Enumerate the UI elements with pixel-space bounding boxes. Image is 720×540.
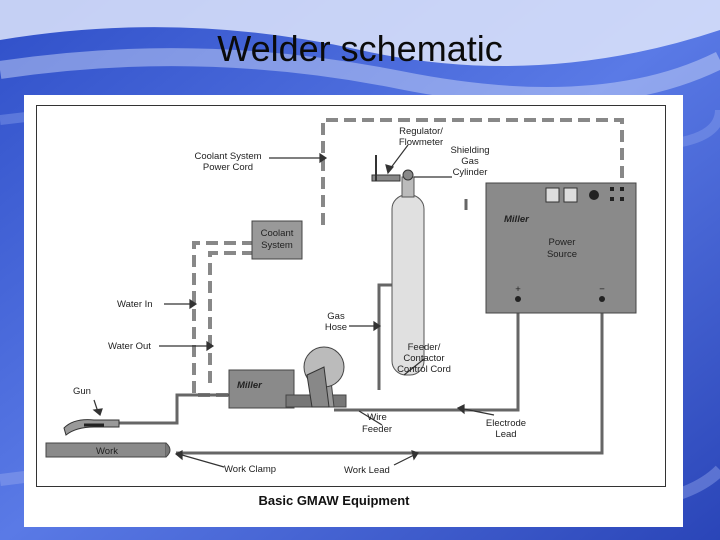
wire-feeder-brand-logo: Miller (237, 380, 263, 391)
coolant-system-label-2: System (261, 240, 293, 251)
feeder-contactor-control-cord-label-2: Contactor (403, 353, 444, 364)
work-clamp-label: Work Clamp (224, 464, 276, 475)
coolant-system-label-1: Coolant (261, 228, 294, 239)
coolant-system-power-cord-label-2: Power Cord (203, 162, 253, 173)
welding-gun (63, 419, 120, 436)
shielding-gas-cylinder-label-3: Cylinder (453, 167, 488, 178)
wire-feeder (228, 346, 347, 409)
power-source-label-2: Source (547, 249, 577, 260)
negative-terminal-label: − (599, 284, 605, 295)
power-source (485, 182, 637, 314)
work-lead-label: Work Lead (344, 465, 390, 476)
shielding-gas-cylinder-label-2: Gas (461, 156, 479, 167)
gas-hose-label-1: Gas (327, 311, 345, 322)
diagram-panel: Work Coolant System (24, 95, 683, 527)
shielding-gas-cylinder-label-1: Shielding (450, 145, 489, 156)
work-piece: Work (45, 442, 171, 458)
welder-schematic-diagram: Work Coolant System (45, 118, 637, 476)
gas-cylinder (371, 155, 425, 376)
feeder-contactor-control-cord-label-3: Control Cord (397, 364, 451, 375)
gun-label: Gun (73, 386, 91, 397)
diagram-caption: Basic GMAW Equipment (258, 493, 410, 508)
slide-title: Welder schematic (217, 28, 503, 69)
wire-feeder-label-2: Feeder (362, 424, 392, 435)
power-source-label-1: Power (549, 237, 576, 248)
diagram-frame (36, 105, 666, 487)
coolant-system-box (251, 220, 303, 260)
wire-feeder-label-1: Wire (367, 412, 387, 423)
positive-terminal-label: + (515, 284, 521, 295)
water-out-label: Water Out (108, 341, 151, 352)
power-source-brand-logo: Miller (504, 214, 530, 225)
water-in-label: Water In (117, 299, 153, 310)
coolant-system-power-cord-label-1: Coolant System (194, 151, 261, 162)
work-label: Work (96, 446, 118, 457)
regulator-flowmeter-label-2: Flowmeter (399, 137, 443, 148)
gas-hose-label-2: Hose (325, 322, 347, 333)
feeder-contactor-control-cord-label-1: Feeder/ (408, 342, 441, 353)
electrode-lead-label-2: Lead (495, 429, 516, 440)
regulator-flowmeter-label-1: Regulator/ (399, 126, 443, 137)
electrode-lead-label-1: Electrode (486, 418, 526, 429)
callout-arrows (92, 144, 495, 468)
